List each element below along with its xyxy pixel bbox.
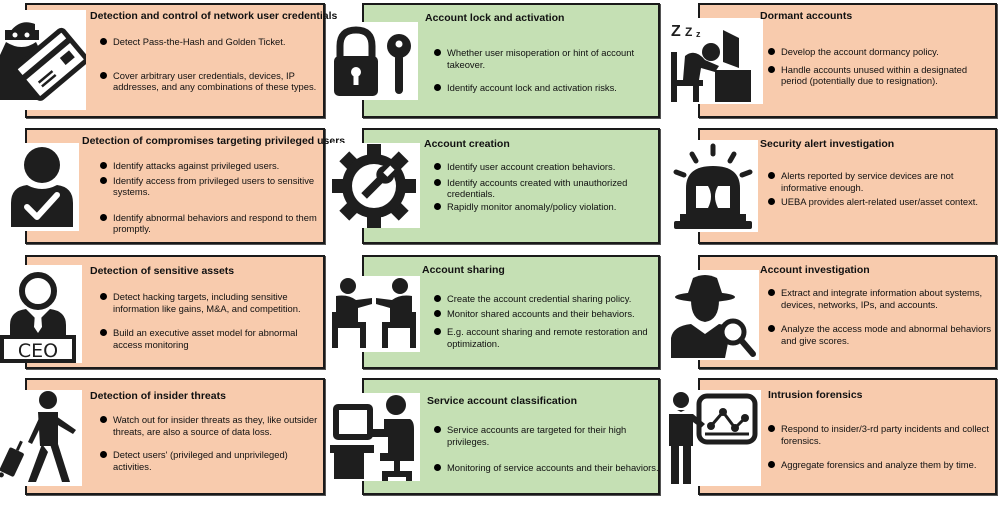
bullet-item: Rapidly monitor anomaly/policy violation… — [434, 201, 656, 213]
ceo-label: CEO — [18, 340, 58, 362]
bullet-item: Respond to insider/3-rd party incidents … — [768, 423, 996, 446]
padlock-key-icon — [334, 26, 411, 96]
icon-box-credentials — [0, 10, 86, 110]
sleeping-user-icon: Z Z z — [671, 23, 751, 102]
icon-box-forensics — [665, 390, 761, 486]
bullet-item: Identify abnormal behaviors and respond … — [100, 212, 320, 235]
card-title: Intrusion forensics — [768, 389, 863, 401]
bullet-item: Detect users' (privileged and unprivileg… — [100, 449, 322, 472]
bullet-item: Alerts reported by service devices are n… — [768, 170, 990, 193]
icon-box-service — [330, 393, 420, 481]
bullet-list: Develop the account dormancy policy. Han… — [768, 46, 993, 87]
bullet-item: Aggregate forensics and analyze them by … — [768, 459, 996, 471]
bullet-list: Watch out for insider threats as they, l… — [100, 414, 322, 472]
card-title: Service account classification — [427, 395, 577, 407]
svg-text:Z: Z — [671, 23, 681, 40]
icon-box-investigation — [665, 270, 759, 360]
siren-alarm-icon — [673, 143, 753, 229]
icon-box-lock — [330, 22, 418, 100]
card-title: Dormant accounts — [760, 10, 853, 22]
gear-wrench-icon — [332, 144, 416, 228]
bullet-list: Service accounts are targeted for their … — [434, 424, 660, 474]
user-at-computer-icon — [330, 395, 414, 481]
bullet-item: Create the account credential sharing po… — [434, 293, 656, 305]
card-title: Account lock and activation — [425, 12, 565, 24]
card-title: Account sharing — [422, 264, 505, 276]
bullet-list: Detect hacking targets, including sensit… — [100, 291, 322, 350]
card-title: Detection and control of network user cr… — [90, 10, 338, 22]
bullet-item: Detect hacking targets, including sensit… — [100, 291, 322, 314]
card-title: Account investigation — [760, 264, 870, 276]
bullet-item: Handle accounts unused within a designat… — [768, 64, 993, 87]
bullet-item: Identify attacks against privileged user… — [100, 160, 320, 172]
bullet-item: Service accounts are targeted for their … — [434, 424, 660, 447]
icon-box-insider — [0, 390, 82, 486]
bullet-item: Monitoring of service accounts and their… — [434, 462, 660, 474]
thief-credit-card-icon — [0, 22, 86, 101]
bullet-list: Alerts reported by service devices are n… — [768, 170, 990, 208]
bullet-item: Develop the account dormancy policy. — [768, 46, 993, 58]
bullet-item: Extract and integrate information about … — [768, 287, 996, 310]
icon-box-dormant: Z Z z — [665, 18, 763, 104]
bullet-list: Whether user misoperation or hint of acc… — [434, 47, 654, 94]
card-title: Account creation — [424, 138, 510, 150]
svg-text:Z: Z — [685, 25, 692, 39]
bullet-list: Extract and integrate information about … — [768, 287, 996, 346]
bullet-list: Identify user account creation behaviors… — [434, 161, 656, 212]
icon-box-sharing — [330, 276, 420, 352]
bullet-list: Detect Pass-the-Hash and Golden Ticket. … — [100, 36, 322, 93]
bullet-list: Create the account credential sharing po… — [434, 293, 656, 349]
bullet-item: Detect Pass-the-Hash and Golden Ticket. — [100, 36, 322, 48]
svg-text:z: z — [696, 29, 701, 39]
card-title: Detection of compromises targeting privi… — [82, 135, 346, 147]
bullet-list: Respond to insider/3-rd party incidents … — [768, 423, 996, 471]
bullet-item: Identify access from privileged users to… — [100, 175, 320, 198]
card-title: Detection of sensitive assets — [90, 265, 235, 277]
bullet-list: Identify attacks against privileged user… — [100, 160, 320, 235]
bullet-item: UEBA provides alert-related user/asset c… — [768, 196, 990, 208]
ceo-icon: CEO — [0, 272, 76, 363]
icon-box-assets: CEO — [0, 265, 82, 363]
card-title: Security alert investigation — [760, 138, 895, 150]
bullet-item: Monitor shared accounts and their behavi… — [434, 308, 656, 320]
bullet-item: Identify account lock and activation ris… — [434, 82, 654, 94]
bullet-text: Whether user misoperation or hint of acc… — [447, 47, 635, 70]
traveler-suitcase-icon — [0, 391, 76, 482]
bullet-item: Watch out for insider threats as they, l… — [100, 414, 322, 437]
bullet-item: Identify accounts created with unauthori… — [434, 177, 656, 200]
bullet-item: Analyze the access mode and abnormal beh… — [768, 323, 996, 346]
two-people-talking-icon — [332, 278, 416, 348]
bullet-item: Identify user account creation behaviors… — [434, 161, 656, 173]
icon-box-creation — [330, 143, 420, 228]
bullet-item: Whether user misoperation or hint of acc… — [434, 47, 654, 70]
icon-box-alert — [668, 140, 758, 232]
bullet-item: Build an executive asset model for abnor… — [100, 327, 322, 350]
bullet-item: E.g. account sharing and remote restorat… — [434, 326, 656, 349]
card-title: Detection of insider threats — [90, 390, 226, 402]
presenter-chart-icon — [669, 392, 758, 484]
detective-magnifier-icon — [671, 275, 756, 358]
bullet-item: Cover arbitrary user credentials, device… — [100, 70, 322, 93]
user-checkmark-icon — [11, 147, 73, 227]
icon-box-privileged — [5, 143, 79, 231]
